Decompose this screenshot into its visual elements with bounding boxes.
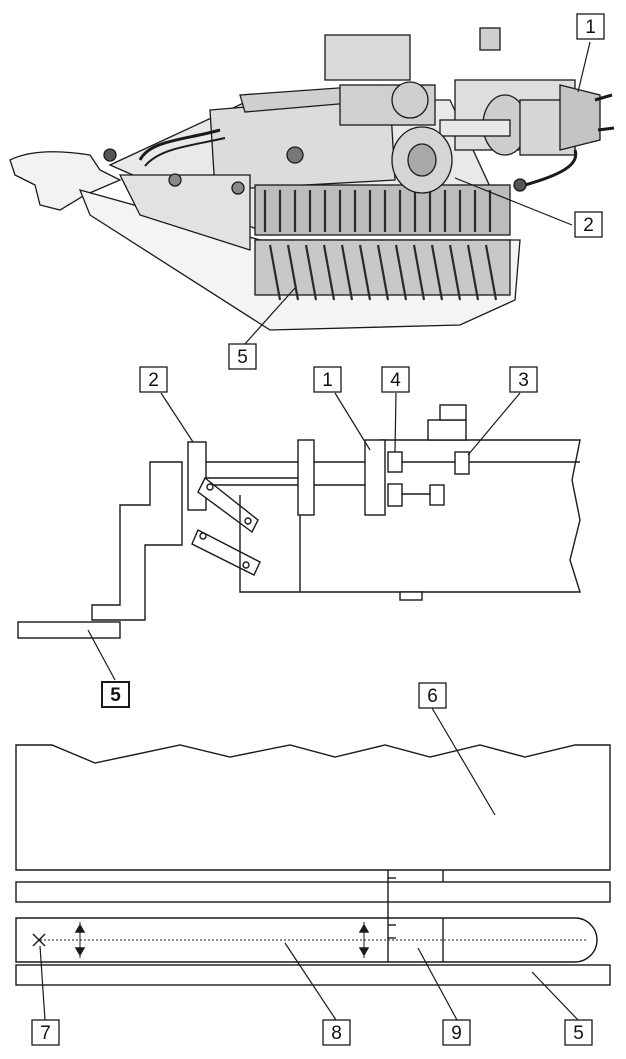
machine-illustration [9, 27, 615, 331]
callout-middle-4: 4 [381, 366, 410, 393]
callout-bottom-9: 9 [442, 1019, 471, 1046]
svg-text:2: 2 [583, 215, 594, 236]
callout-bottom-7: 7 [31, 1019, 60, 1046]
callout-middle-2: 2 [139, 366, 168, 393]
svg-text:5: 5 [237, 347, 248, 368]
callout-bottom-5: 5 [564, 1019, 593, 1046]
svg-text:5: 5 [110, 685, 121, 706]
svg-text:3: 3 [518, 370, 529, 391]
svg-text:4: 4 [390, 370, 401, 391]
svg-text:5: 5 [573, 1023, 584, 1044]
middle-leaders [87, 392, 521, 681]
svg-text:2: 2 [148, 370, 159, 391]
callout-middle-1: 1 [313, 366, 342, 393]
callout-middle-3: 3 [509, 366, 538, 393]
callout-top-1: 1 [576, 13, 605, 40]
svg-text:8: 8 [331, 1023, 342, 1044]
top-view [15, 744, 611, 986]
top-leaders [243, 41, 591, 346]
svg-text:9: 9 [451, 1023, 462, 1044]
callout-bottom-8: 8 [322, 1019, 351, 1046]
svg-text:1: 1 [585, 17, 596, 38]
bottom-leaders [39, 707, 579, 1021]
svg-text:7: 7 [40, 1023, 51, 1044]
callout-top-5: 5 [228, 343, 257, 370]
side-elevation [17, 404, 581, 639]
callout-top-2: 2 [574, 211, 603, 238]
callout-middle-5: 5 [101, 681, 130, 708]
svg-text:6: 6 [427, 686, 438, 707]
callout-bottom-6: 6 [418, 682, 447, 709]
svg-text:1: 1 [322, 370, 333, 391]
